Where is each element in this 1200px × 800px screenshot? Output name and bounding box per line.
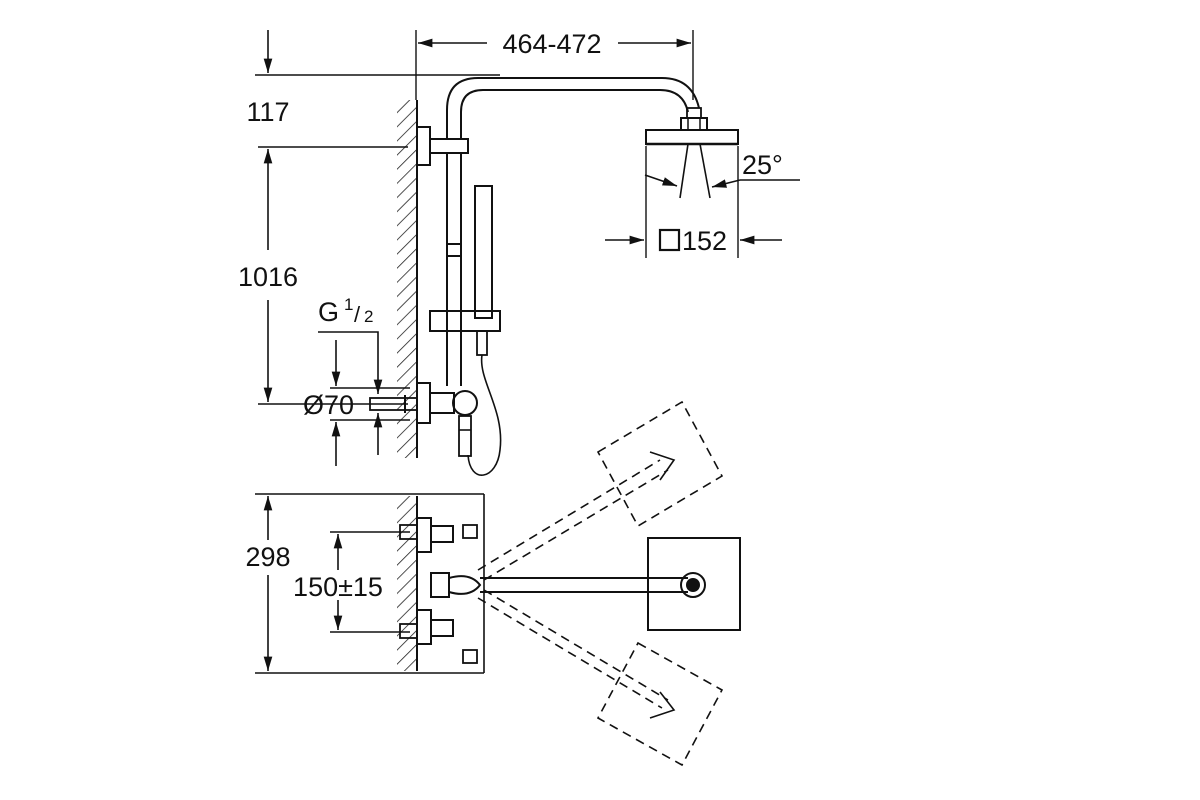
wall-hatch-plan (397, 496, 417, 671)
plan-mixer-body (430, 572, 450, 598)
swivel-upper-head (596, 400, 724, 528)
upper-connection-flange (416, 517, 432, 553)
upper-connection-cap (462, 524, 478, 539)
swivel-lower-head (596, 641, 724, 767)
spray-angle-label: 25° (742, 150, 783, 180)
hand-shower-handle (474, 185, 493, 319)
mixer-body (429, 392, 455, 414)
mixer-outlet-stem (458, 415, 472, 457)
thread-subscript: 2 (364, 307, 373, 326)
plan-depth-label: 298 (245, 542, 290, 572)
outlet-diameter-label: Ø70 (303, 390, 354, 420)
head-size-label: 152 (682, 226, 727, 256)
swivel-position-upper (477, 400, 724, 581)
lower-connection-body (430, 619, 454, 637)
swivel-upper-arm-b (483, 469, 669, 581)
swivel-position-lower (477, 589, 724, 767)
spray-line-right (699, 143, 711, 199)
overhead-arm-outer (446, 77, 700, 138)
plan-shower-head (647, 537, 741, 631)
spray-angle-arrow-right-tip (711, 179, 741, 188)
thread-main-text: G (318, 297, 339, 327)
square-symbol-icon (658, 228, 681, 252)
swivel-upper-arm-a (477, 459, 661, 571)
swivel-lower-arrowhead (649, 691, 676, 719)
swivel-upper-arrowhead (649, 451, 676, 481)
upper-bracket-arm (429, 138, 469, 154)
hand-shower-connector (476, 330, 488, 356)
upper-wall-bracket (416, 126, 431, 166)
overhead-arm-inner (460, 89, 689, 138)
hand-shower-hose (467, 354, 502, 476)
thread-superscript: 1 (344, 295, 353, 314)
top-offset-label: 117 (246, 97, 289, 127)
swivel-lower-arm-a (477, 597, 663, 709)
shower-head-ball-joint (680, 117, 708, 131)
spray-angle-arrow-left (644, 174, 678, 187)
plan-mixer-swivel (448, 575, 482, 595)
thread-size-label: G (318, 297, 339, 327)
plan-view: 298 150±15 (245, 400, 741, 767)
plan-arm-joint-outer (680, 572, 706, 598)
lower-connection-flange (416, 609, 432, 645)
connection-spacing-label: 150±15 (293, 572, 383, 602)
plan-arm-joint-inner (686, 578, 700, 592)
shower-head-swivel (686, 107, 702, 119)
thread-leader (318, 331, 383, 394)
hand-shower-holder (429, 310, 501, 332)
wall-hatch-elevation (397, 100, 417, 458)
elevation-view: 464-472 117 1016 (238, 29, 800, 476)
diverter-knob (452, 390, 478, 416)
upper-connection-body (430, 525, 454, 543)
mixer-wall-flange (416, 382, 431, 424)
swivel-lower-arm-b (483, 589, 669, 701)
lower-connection-cap (462, 649, 478, 664)
spray-line-left (679, 143, 689, 199)
shower-head-plate (645, 129, 739, 145)
thread-slash: / (354, 302, 361, 327)
arm-reach-label: 464-472 (502, 29, 601, 59)
supply-pipe (369, 397, 418, 411)
riser-height-label: 1016 (238, 262, 298, 292)
